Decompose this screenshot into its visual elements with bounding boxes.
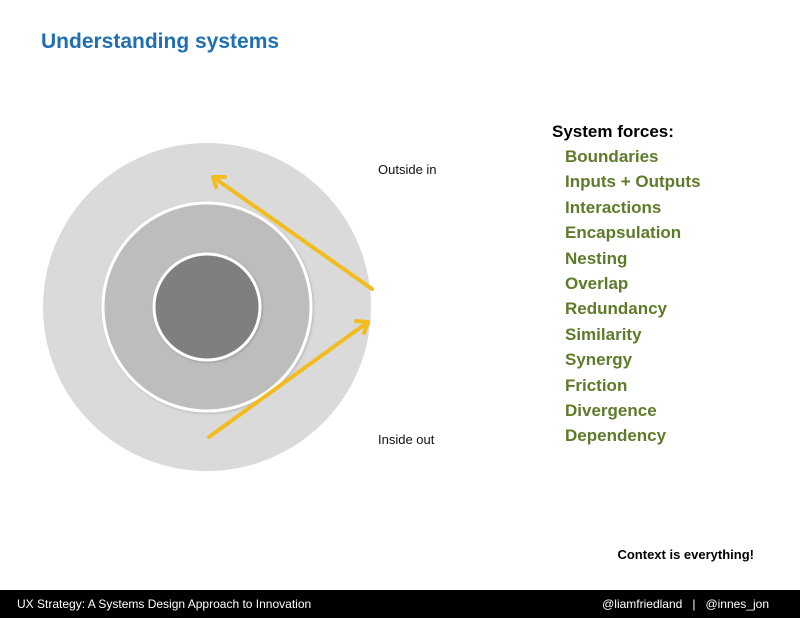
- force-item: Boundaries: [565, 147, 659, 166]
- inside-out-arrow: [207, 319, 370, 439]
- force-item: Encapsulation: [565, 223, 682, 243]
- force-item: Redundancy: [565, 299, 668, 319]
- inside-out-label: Inside out: [378, 432, 435, 447]
- force-item: Friction: [565, 375, 628, 395]
- footer-handles: @liamfriedland | @innes_jon: [602, 597, 769, 611]
- system-forces-heading: System forces:: [552, 122, 674, 141]
- force-item: Interactions: [565, 197, 662, 217]
- force-item: Inputs + Outputs: [565, 172, 701, 192]
- force-item: Synergy: [565, 350, 633, 370]
- footer-handle-innes: @innes_jon: [705, 597, 769, 611]
- core-ring: [152, 252, 262, 362]
- tagline: Context is everything!: [617, 547, 754, 562]
- slide-title: Understanding systems: [41, 30, 280, 53]
- force-item: Divergence: [565, 400, 657, 420]
- force-item: Nesting: [565, 248, 628, 268]
- outside-in-arrow: [211, 175, 374, 291]
- outside-in-label: Outside in: [378, 162, 437, 177]
- footer-handle-liam: @liamfriedland: [602, 597, 683, 611]
- force-item: Similarity: [565, 324, 642, 344]
- nested-systems-diagram: [43, 143, 374, 471]
- force-item: Dependency: [565, 426, 667, 446]
- system-forces-list: Boundaries Inputs + Outputs Interactions…: [565, 146, 701, 451]
- footer-bar: UX Strategy: A Systems Design Approach t…: [0, 590, 800, 618]
- force-item: Overlap: [565, 273, 629, 293]
- footer-presentation-title: UX Strategy: A Systems Design Approach t…: [17, 597, 312, 611]
- footer-separator: |: [692, 597, 696, 611]
